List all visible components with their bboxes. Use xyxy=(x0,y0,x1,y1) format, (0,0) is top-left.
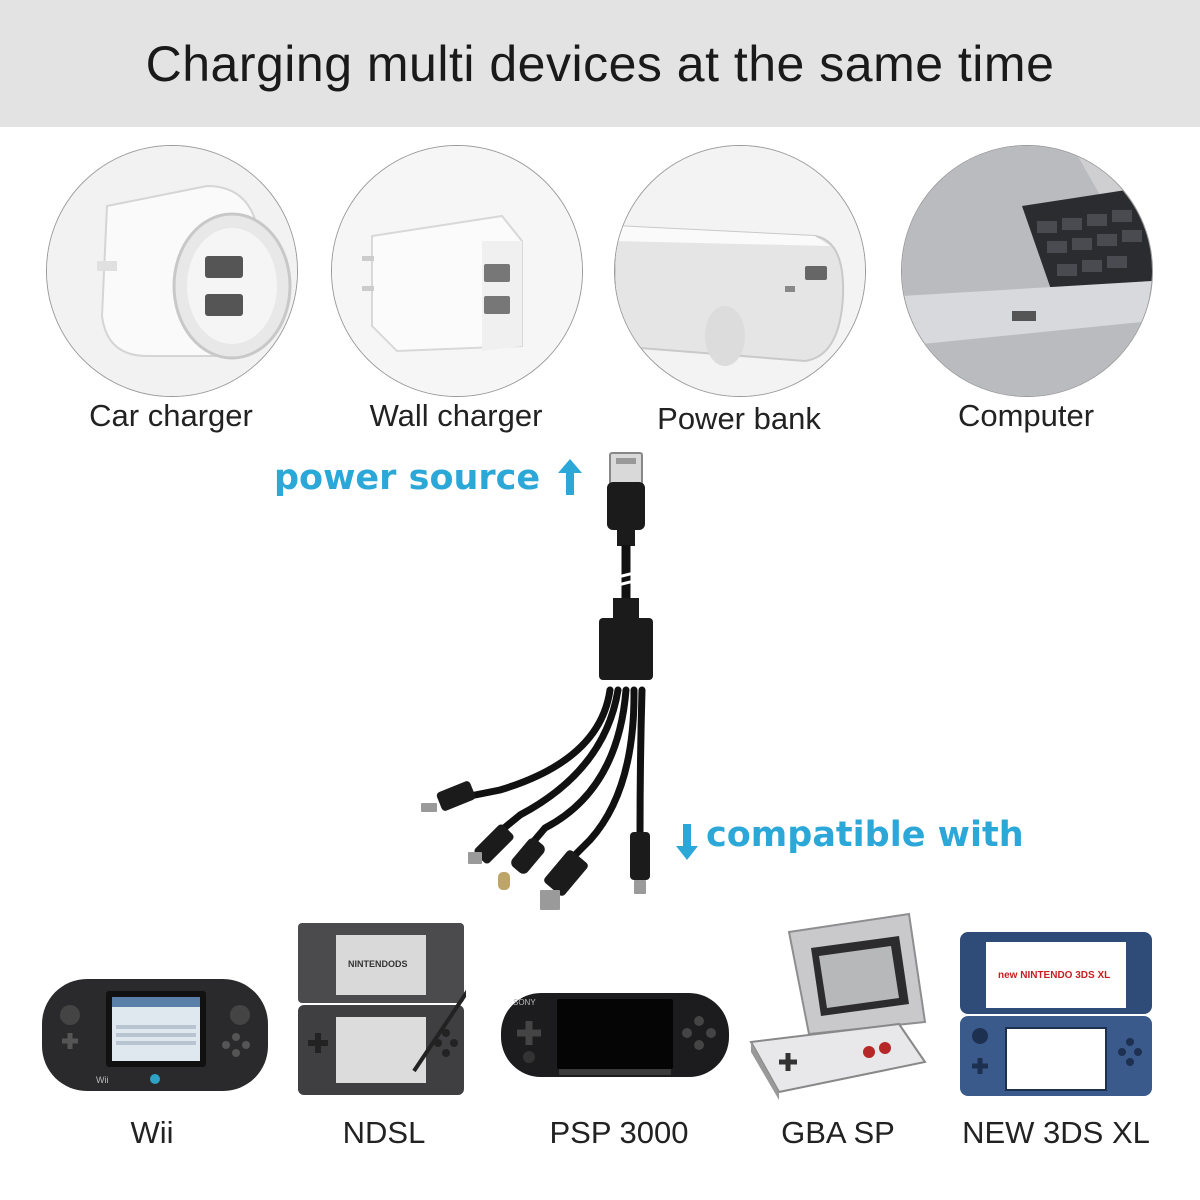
arrow-down-icon xyxy=(676,824,698,860)
svg-text:Wii: Wii xyxy=(96,1075,109,1085)
arrow-up-icon xyxy=(558,459,582,495)
usb-plug xyxy=(607,452,645,546)
power-bank-label: Power bank xyxy=(657,401,821,436)
page-title: Charging multi devices at the same time xyxy=(145,35,1055,92)
ndsl-image: NINTENDODS xyxy=(296,921,466,1097)
device-label-ndsl: NDSL xyxy=(342,1115,426,1150)
wall-charger-label: Wall charger xyxy=(369,398,543,433)
device-label-wii: Wii xyxy=(130,1115,174,1150)
multi-charging-cable xyxy=(421,452,653,910)
cable-splitter xyxy=(599,618,653,680)
device-label-gba-sp: GBA SP xyxy=(781,1115,895,1150)
svg-text:NINTENDODS: NINTENDODS xyxy=(348,959,408,969)
gba-sp-image xyxy=(749,912,929,1102)
device-label-psp-3000: PSP 3000 xyxy=(549,1115,689,1150)
power-source-label: power source xyxy=(274,458,541,498)
new-3ds-xl-image: new NINTENDO 3DS XL xyxy=(958,930,1154,1098)
svg-text:new NINTENDO 3DS XL: new NINTENDO 3DS XL xyxy=(998,970,1110,981)
device-label-new-3ds-xl: NEW 3DS XL xyxy=(962,1115,1150,1150)
compatible-with-label: compatible with xyxy=(706,815,1024,855)
car-charger-label: Car charger xyxy=(89,398,253,433)
psp-3000-image: SONY xyxy=(499,985,731,1081)
svg-text:SONY: SONY xyxy=(513,998,536,1007)
header-banner: Charging multi devices at the same time xyxy=(0,0,1200,127)
wii-u-gamepad-image: Wii xyxy=(40,975,270,1093)
power-bank-image xyxy=(614,145,866,397)
computer-label: Computer xyxy=(957,398,1095,433)
car-charger-image xyxy=(46,145,298,397)
computer-image xyxy=(901,145,1153,397)
wall-charger-image xyxy=(331,145,583,397)
